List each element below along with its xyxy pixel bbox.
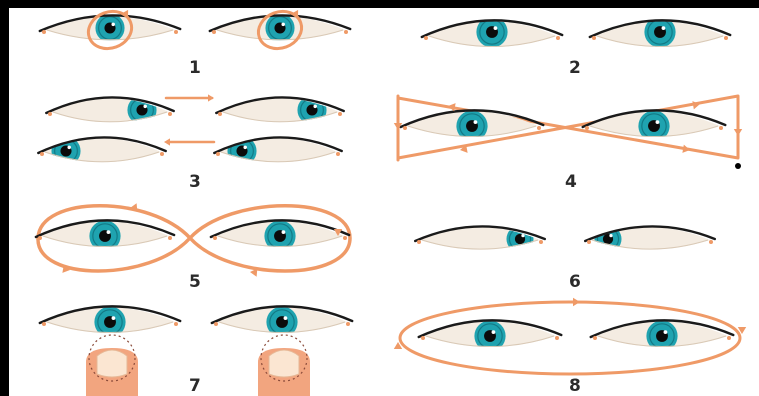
tear-duct — [42, 30, 46, 34]
eye-ex6-left — [415, 225, 545, 252]
eye-corner — [346, 322, 350, 326]
tear-duct — [218, 112, 222, 116]
eye-corner — [539, 240, 543, 244]
eye-glint — [243, 146, 246, 149]
eye-ex5-left — [36, 220, 174, 251]
eye-ex7-left — [40, 306, 180, 337]
eye-corner — [344, 30, 348, 34]
eye-glint — [664, 330, 668, 334]
eye-glint — [284, 316, 288, 320]
eye-glint — [656, 120, 660, 124]
eye-ex6-right — [585, 225, 715, 252]
iris-group — [265, 13, 294, 42]
tear-duct — [42, 322, 46, 326]
tear-duct — [587, 240, 591, 244]
eye-corner — [174, 30, 178, 34]
eye-corner — [724, 36, 728, 40]
eye-glint — [662, 26, 666, 30]
end-dot-ex4 — [735, 163, 741, 169]
eye-corner — [336, 152, 340, 156]
eye-glint — [143, 105, 146, 108]
eye-ex3-top-left — [46, 95, 173, 124]
eye-corner — [727, 336, 731, 340]
tear-duct — [585, 126, 589, 130]
eye-corner — [719, 126, 723, 130]
tear-duct — [592, 36, 596, 40]
tear-duct — [403, 126, 407, 130]
eye-corner — [556, 36, 560, 40]
tear-duct — [40, 152, 44, 156]
tear-duct — [48, 112, 52, 116]
tear-duct — [417, 240, 421, 244]
arrowhead-ex3-left — [164, 138, 170, 145]
eye-glint — [492, 330, 496, 334]
eye-ex8-right — [591, 320, 734, 351]
eye-ex3-top-right — [216, 95, 343, 124]
eye-corner — [555, 336, 559, 340]
eye-ex1-left — [40, 13, 180, 42]
eye-corner — [168, 112, 172, 116]
eye-glint — [282, 230, 286, 234]
eye-ex1-right — [210, 13, 350, 42]
tear-duct — [424, 36, 428, 40]
eye-glint — [112, 316, 116, 320]
eye-corner — [174, 322, 178, 326]
finger-ex7-left — [86, 335, 138, 396]
tear-duct — [216, 152, 220, 156]
eye-ex8-left — [419, 320, 562, 351]
eye-ex2-right — [590, 16, 730, 47]
eye-ex7-right — [212, 306, 352, 337]
eye-corner — [709, 240, 713, 244]
eye-corner — [338, 112, 342, 116]
eye-corner — [160, 152, 164, 156]
eye-corner — [343, 236, 347, 240]
eye-glint — [313, 105, 316, 108]
arrowhead-ex3-right — [208, 94, 214, 101]
fingernail — [97, 350, 127, 377]
finger-ex7-right — [258, 335, 310, 396]
eye-ex3-bottom-right — [214, 136, 341, 165]
tear-duct — [214, 322, 218, 326]
eye-corner — [537, 126, 541, 130]
eye-glint — [107, 230, 111, 234]
eye-glint — [67, 146, 70, 149]
eye-glint — [111, 23, 114, 26]
eye-ex5-right — [211, 220, 349, 251]
eye-glint — [521, 234, 524, 237]
fingernail — [269, 350, 299, 377]
tear-duct — [212, 30, 216, 34]
eye-glint — [281, 23, 284, 26]
eye-glint — [609, 234, 612, 237]
tear-duct — [38, 236, 42, 240]
arrowhead-ex4-right-side — [734, 129, 742, 136]
eye-glint — [474, 120, 478, 124]
eye-ex3-bottom-left — [38, 136, 165, 165]
tear-duct — [593, 336, 597, 340]
tear-duct — [421, 336, 425, 340]
eye-ex2-left — [422, 16, 562, 47]
tear-duct — [213, 236, 217, 240]
eye-corner — [168, 236, 172, 240]
eye-glint — [494, 26, 498, 30]
eye-ex4-right — [583, 110, 726, 141]
arrowhead-ex8-top — [573, 298, 580, 306]
iris-group — [95, 13, 124, 42]
